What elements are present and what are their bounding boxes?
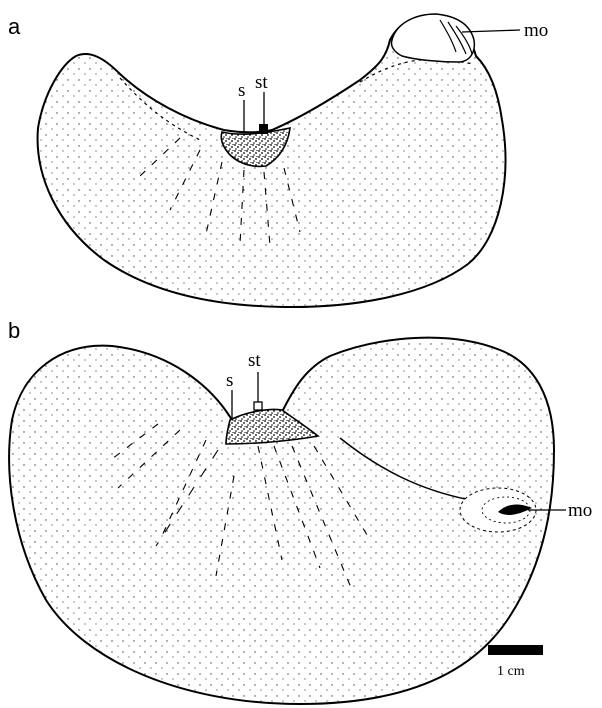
panel-b-s-label: s — [226, 370, 233, 391]
scale-bar-label: 1 cm — [497, 664, 525, 679]
panel-a-letter: a — [8, 14, 21, 39]
scale-bar: 1 cm — [488, 645, 543, 679]
panel-b-letter: b — [8, 318, 20, 343]
scale-bar-line — [488, 645, 543, 655]
panel-a: a s st mo — [8, 14, 548, 307]
panel-a-stalk — [259, 124, 268, 134]
panel-b-st-label: st — [248, 350, 261, 371]
panel-a-s-label: s — [238, 80, 245, 101]
panel-b-mo-label: mo — [568, 500, 592, 521]
panel-b-stalk — [254, 402, 262, 410]
panel-a-mo-label: mo — [524, 20, 548, 41]
panel-a-mouth-lobe — [391, 14, 474, 62]
panel-a-st-label: st — [255, 72, 268, 93]
